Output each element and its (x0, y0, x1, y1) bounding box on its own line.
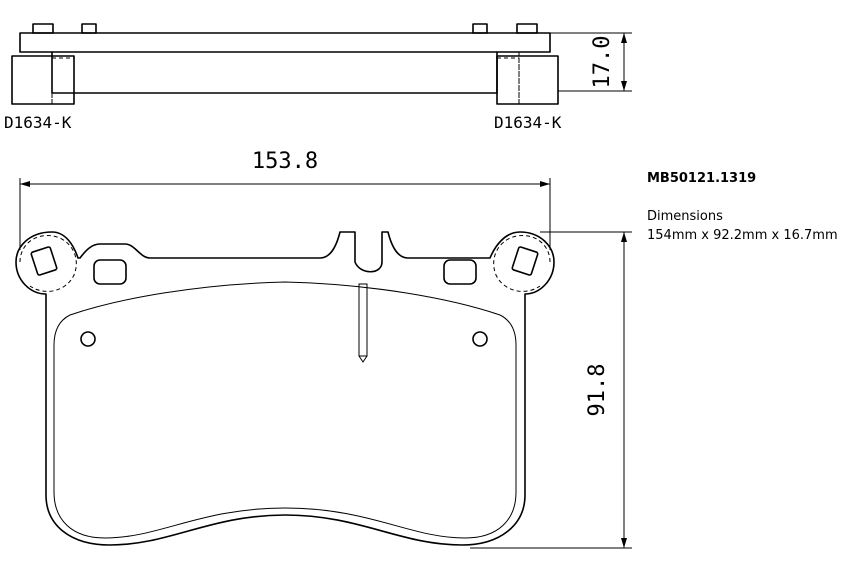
part-number: MB50121.1319 (647, 171, 757, 186)
height-dimension: 91.8 (470, 231, 632, 549)
thickness-dimension: 17.0 (550, 32, 632, 92)
part-code-label-right: D1634-K (494, 113, 562, 132)
pad-front-view (15, 231, 555, 546)
pad-side-view (11, 23, 559, 105)
part-code-label-left: D1634-K (4, 113, 72, 132)
width-dimension: 153.8 (19, 149, 551, 250)
dimensions-title: Dimensions (647, 209, 723, 224)
width-dim-text: 153.8 (252, 149, 318, 174)
height-dim-text: 91.8 (585, 364, 610, 417)
thickness-dim-text: 17.0 (590, 36, 615, 89)
dimensions-value: 154mm x 92.2mm x 16.7mm (647, 228, 838, 243)
